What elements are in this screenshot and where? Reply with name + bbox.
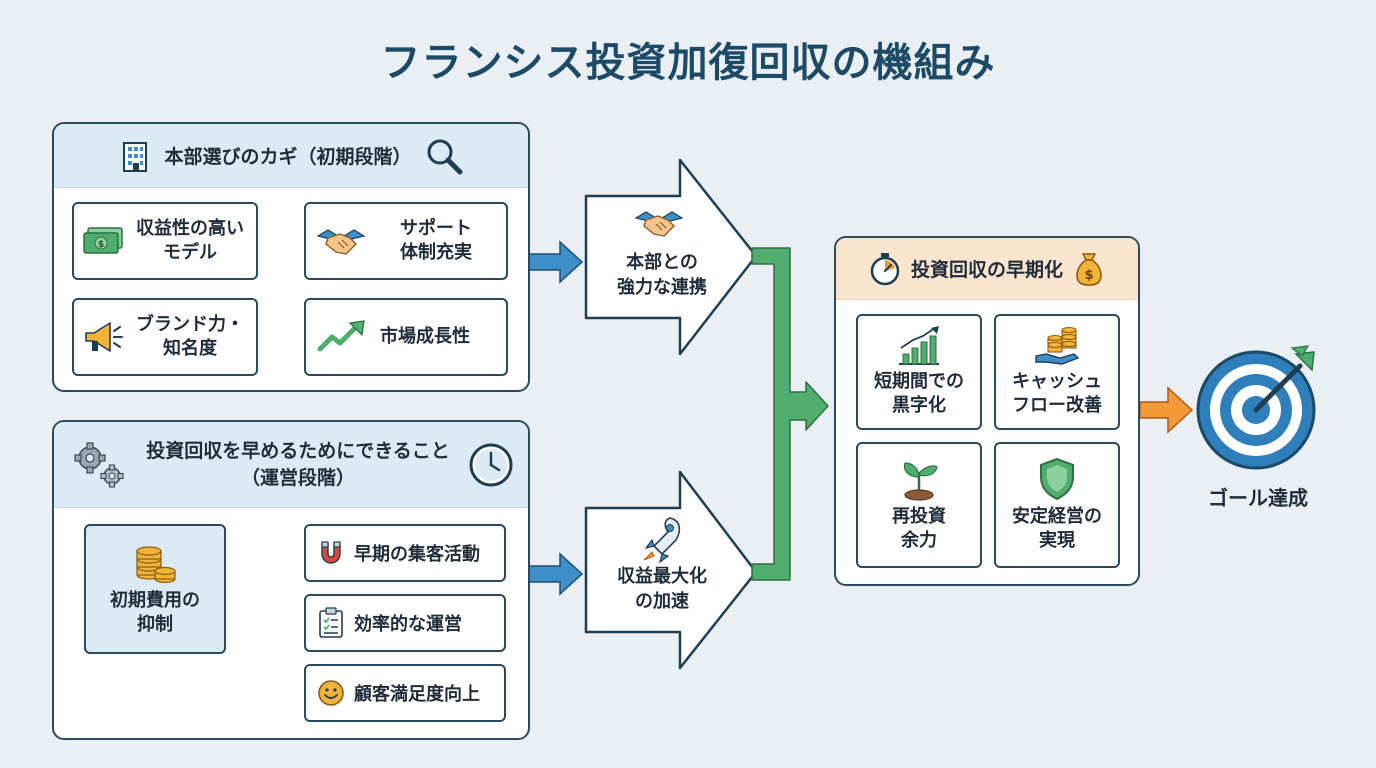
panel-early-recovery-header: 投資回収の早期化 $ bbox=[836, 238, 1138, 300]
panel-recovery-actions-title-line2: （運営段階） bbox=[240, 466, 355, 489]
money-icon: $ bbox=[83, 227, 123, 254]
box-initial-cost-line1: 初期費用の bbox=[110, 589, 200, 611]
bar-chart-icon bbox=[899, 325, 939, 365]
box-initial-cost-control: 初期費用の 抑制 bbox=[84, 524, 226, 654]
box-market-growth: 市場成長性 bbox=[304, 298, 508, 376]
magnifier-icon bbox=[427, 139, 462, 174]
big-arrow-bottom-label: 収益最大化 の加速 bbox=[592, 564, 732, 614]
box-profitable-model-line1: 収益性の高い bbox=[136, 217, 244, 239]
shield-icon bbox=[1040, 457, 1074, 500]
sprout-icon bbox=[903, 462, 938, 501]
box-profitable-model: $ 収益性の高い モデル bbox=[72, 202, 258, 280]
box-reinvestment-line1: 再投資 bbox=[892, 505, 946, 527]
box-cashflow-line1: キャッシュ bbox=[1012, 370, 1102, 392]
arrow-to-goal bbox=[1139, 386, 1194, 434]
panel-recovery-actions: 投資回収を早めるためにできること （運営段階） 初期費用の bbox=[52, 420, 530, 740]
box-stable-management: 安定経営の 実現 bbox=[994, 442, 1120, 568]
big-arrow-top bbox=[584, 158, 758, 356]
coins-icon bbox=[136, 546, 176, 583]
big-arrow-top-line2: 強力な連携 bbox=[617, 277, 707, 299]
box-support-system: サポート 体制充実 bbox=[304, 202, 508, 280]
money-bag-icon: $ bbox=[1076, 252, 1102, 286]
building-icon bbox=[123, 141, 148, 172]
big-arrow-bottom-line2: の加速 bbox=[635, 591, 689, 613]
magnet-icon bbox=[321, 541, 341, 564]
goal-label: ゴール達成 bbox=[1208, 486, 1308, 510]
box-support-system-line1: サポート bbox=[400, 217, 472, 239]
box-brand-power: ブランド力・ 知名度 bbox=[72, 298, 258, 376]
box-stable-management-line2: 実現 bbox=[1039, 530, 1075, 551]
box-early-marketing-label: 早期の集客活動 bbox=[354, 544, 480, 565]
box-reinvestment-line2: 余力 bbox=[901, 530, 937, 551]
handshake-icon bbox=[316, 229, 366, 255]
big-arrow-bottom bbox=[584, 470, 758, 670]
box-customer-satisfaction: 顧客満足度向上 bbox=[304, 664, 506, 722]
box-market-growth-line1: 市場成長性 bbox=[380, 325, 470, 347]
green-merge-connector bbox=[751, 247, 829, 581]
big-arrow-bottom-line1: 収益最大化 bbox=[617, 566, 707, 587]
page-title: フランシス投資加復回収の機組み bbox=[380, 40, 996, 86]
panel-hq-selection-header: 本部選びのカギ（初期段階） bbox=[54, 124, 528, 188]
panel-recovery-actions-header: 投資回収を早めるためにできること （運営段階） bbox=[54, 422, 528, 508]
box-brand-power-line2: 知名度 bbox=[163, 338, 217, 359]
big-arrow-top-line1: 本部との bbox=[626, 252, 698, 273]
smiley-icon bbox=[318, 680, 344, 706]
svg-text:$: $ bbox=[98, 240, 104, 250]
box-brand-power-line1: ブランド力・ bbox=[136, 313, 244, 335]
box-cashflow-line2: フロー改善 bbox=[1012, 395, 1102, 416]
big-arrow-top-label: 本部との 強力な連携 bbox=[592, 250, 732, 300]
panel-hq-selection: 本部選びのカギ（初期段階） $ 収益性の高い モデル bbox=[52, 122, 530, 392]
box-efficient-operation: 効率的な運営 bbox=[304, 594, 506, 652]
box-cashflow-improvement: キャッシュ フロー改善 bbox=[994, 314, 1120, 430]
box-reinvestment-capacity: 再投資 余力 bbox=[856, 442, 982, 568]
megaphone-icon bbox=[85, 322, 123, 352]
trend-up-icon bbox=[317, 320, 365, 352]
box-short-term-profit-line1: 短期間での bbox=[874, 370, 964, 392]
box-short-term-profit: 短期間での 黒字化 bbox=[856, 314, 982, 430]
box-early-marketing: 早期の集客活動 bbox=[304, 524, 506, 582]
clock-icon bbox=[469, 443, 513, 486]
box-initial-cost-line2: 抑制 bbox=[137, 614, 173, 635]
gears-icon bbox=[74, 441, 124, 488]
svg-text:$: $ bbox=[1084, 268, 1093, 283]
target-icon bbox=[1196, 345, 1316, 470]
panel-early-recovery: 投資回収の早期化 $ 短期間での 黒字化 bbox=[834, 236, 1140, 586]
hand-coins-icon bbox=[1035, 326, 1080, 365]
box-short-term-profit-line2: 黒字化 bbox=[892, 395, 946, 416]
checklist-icon bbox=[319, 607, 343, 638]
panel-recovery-actions-title-line1: 投資回収を早めるためにできること bbox=[146, 439, 450, 462]
arrow-bottom-panel-out bbox=[527, 552, 584, 596]
box-support-system-line2: 体制充実 bbox=[400, 242, 472, 263]
box-efficient-operation-label: 効率的な運営 bbox=[354, 614, 462, 635]
box-stable-management-line1: 安定経営の bbox=[1012, 505, 1102, 527]
arrow-top-panel-out bbox=[527, 240, 584, 284]
panel-hq-selection-title: 本部選びのカギ（初期段階） bbox=[164, 146, 412, 168]
box-profitable-model-line2: モデル bbox=[163, 242, 217, 263]
panel-early-recovery-title: 投資回収の早期化 bbox=[910, 259, 1063, 281]
stopwatch-icon bbox=[870, 252, 900, 285]
box-customer-satisfaction-label: 顧客満足度向上 bbox=[354, 684, 480, 705]
